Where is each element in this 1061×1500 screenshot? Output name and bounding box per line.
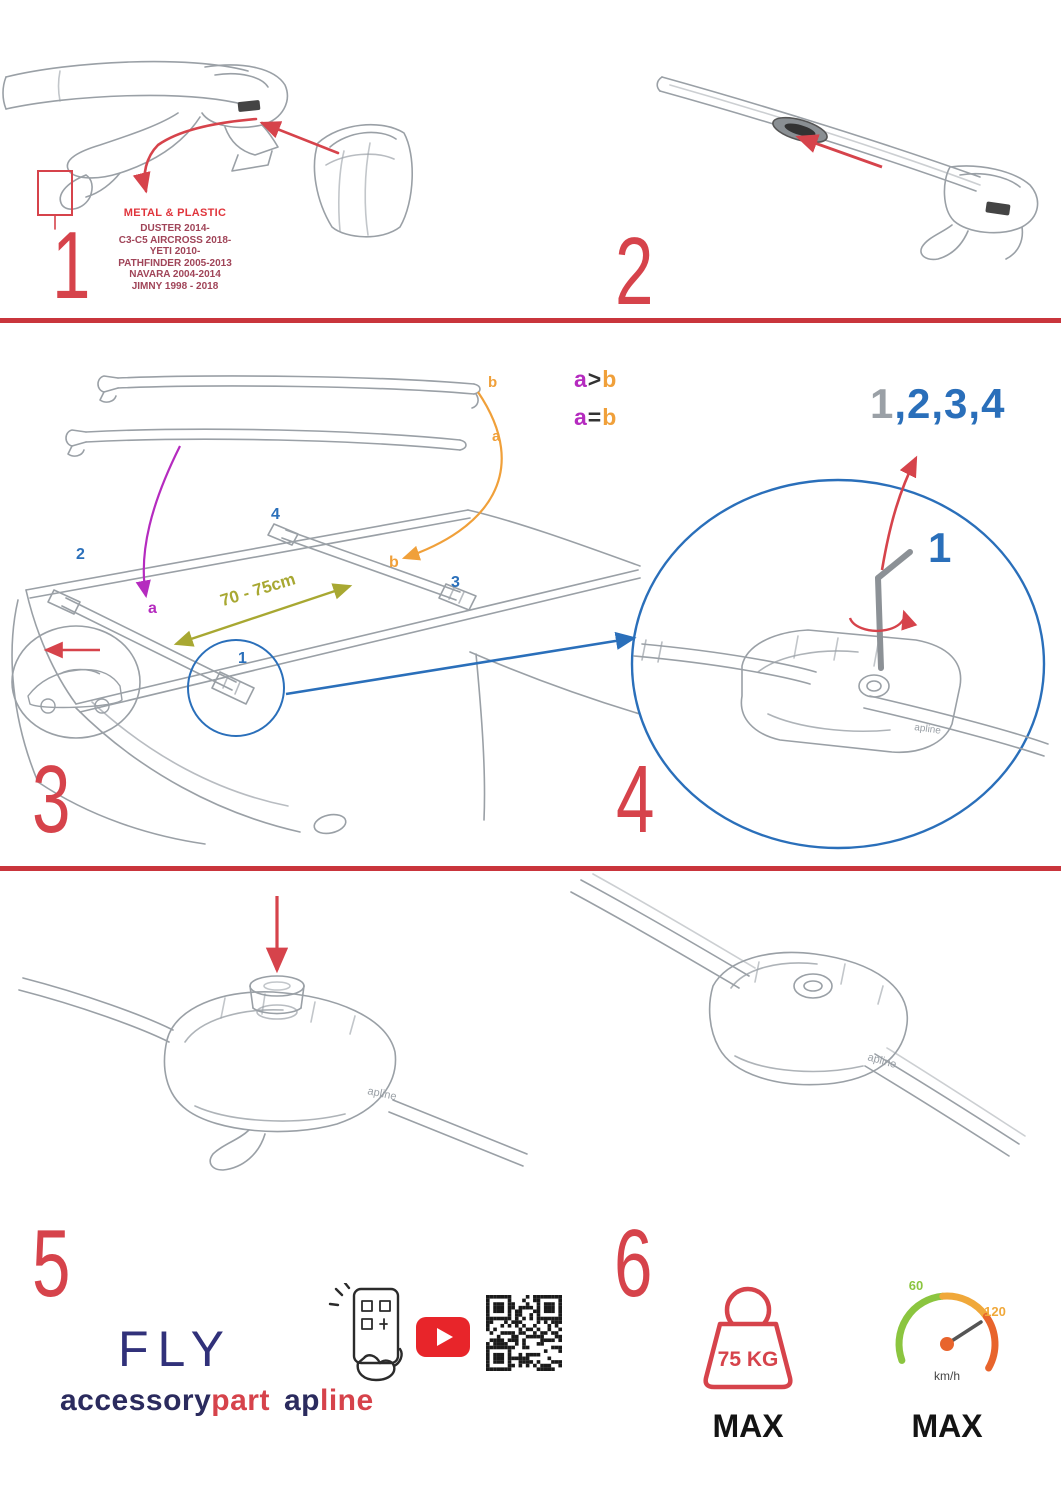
weight-max-label: MAX (712, 1408, 784, 1444)
step3-drawing-roof-assembly (11, 375, 641, 845)
sequence-callout-1: 1 (928, 524, 953, 571)
speed-min-label: 60 (909, 1278, 923, 1293)
step2-drawing-bar-insert (656, 76, 1039, 261)
speed-max-label: MAX (911, 1408, 983, 1444)
youtube-icon (416, 1317, 470, 1357)
clamp-body (708, 951, 908, 1086)
focus-circle (187, 639, 285, 737)
model-item: YETI 2010- (149, 246, 201, 258)
clamp-hook (59, 174, 93, 210)
tighten-sequence: 1,2,3,4 (870, 380, 1006, 427)
model-item: PATHFINDER 2005-2013 (118, 257, 232, 269)
model-item: JIMNY 1998 - 2018 (131, 280, 219, 292)
step2-arrow-insert (795, 134, 883, 169)
rule-a-greater-b: a>b (574, 366, 618, 392)
car-direction-inset (11, 625, 141, 739)
weight-limit-icon: 75 KG (703, 1286, 793, 1390)
step5-number: 5 (32, 1210, 70, 1317)
step4-number: 4 (616, 746, 654, 853)
phone-scan-icon (328, 1283, 403, 1382)
model-item: DUSTER 2014- (140, 223, 210, 234)
step2-number: 2 (615, 218, 653, 325)
bar-b-placement-curve (401, 391, 503, 561)
rotate-arrow (848, 609, 918, 633)
step6-drawing-mounted-clamp: apline (570, 873, 1026, 1157)
step1-model-list: DUSTER 2014- C3-C5 AIRCROSS 2018- YETI 2… (100, 223, 250, 293)
clamp-hook (209, 1129, 266, 1171)
bar-logo-plate (985, 201, 1011, 216)
rule-a-equals-b: a=b (574, 404, 618, 430)
sequence-arrow (880, 455, 918, 571)
label-position-2: 2 (76, 546, 85, 563)
product-name: FLY (118, 1321, 233, 1377)
step1-material-label: METAL & PLASTIC (123, 207, 227, 219)
clamp-body (163, 991, 397, 1133)
step4-drawing-tighten-detail: apline (630, 455, 1049, 850)
label-position-4: 4 (271, 506, 280, 523)
label-roof-b: b (389, 554, 399, 571)
weight-value: 75 KG (718, 1348, 779, 1371)
section-divider-top (0, 318, 1061, 323)
bar-logo-plate (237, 100, 261, 112)
cover-piece (313, 123, 414, 238)
part-logo-text: apline (366, 1085, 397, 1103)
speed-unit-label: km/h (934, 1369, 960, 1383)
step1-arrow-clamp (132, 117, 258, 194)
model-item: NAVARA 2004-2014 (129, 269, 221, 281)
label-roof-a: a (148, 600, 157, 617)
zoom-link-arrow (285, 631, 637, 696)
allen-key (875, 549, 913, 671)
step1-arrow-cover (259, 121, 340, 155)
clamp-body (740, 629, 962, 754)
label-position-3: 3 (451, 574, 460, 591)
part-logo-text: apline (914, 722, 942, 737)
qr-code (486, 1295, 562, 1371)
section-divider-bottom (0, 866, 1061, 871)
label-position-1: 1 (238, 650, 247, 667)
speed-top-label: 120 (984, 1304, 1006, 1319)
step6-number: 6 (614, 1210, 652, 1317)
zoom-circle (630, 478, 1046, 850)
bar-a-placement-curve (135, 445, 181, 599)
step5-drawing-knob-press: apline (18, 896, 528, 1171)
part-logo-text: apline (866, 1051, 898, 1071)
label-top-bar-a: a (492, 428, 501, 445)
step1-drawing-clamp-exploded (2, 60, 414, 238)
speed-limit-icon: 60 120 km/h (895, 1278, 1006, 1383)
label-top-bar-b: b (488, 374, 498, 391)
step1-number: 1 (52, 212, 90, 319)
model-item: C3-C5 AIRCROSS 2018- (118, 234, 232, 246)
step3-number: 3 (32, 746, 70, 853)
distance-arrow (173, 583, 353, 647)
